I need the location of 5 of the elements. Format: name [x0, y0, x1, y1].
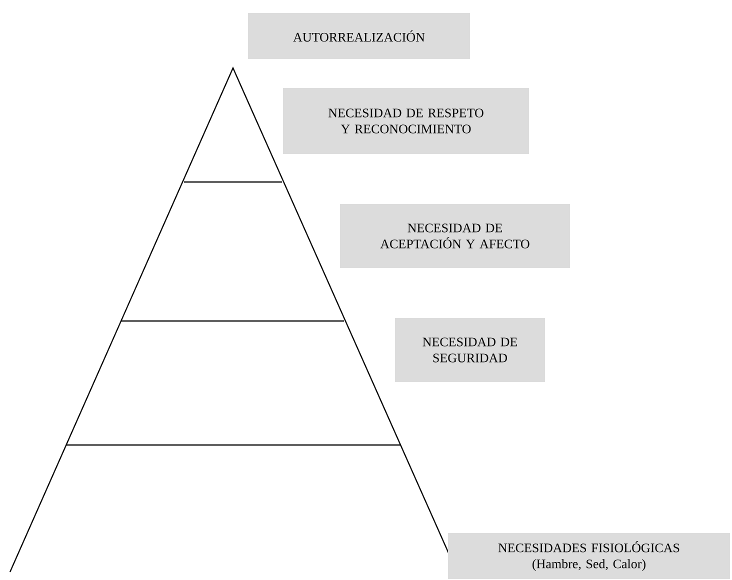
label-box: NECESIDAD DE RESPETO Y RECONOCIMIENTO	[283, 88, 529, 154]
label-box: NECESIDAD DE ACEPTACIÓN Y AFECTO	[340, 204, 570, 268]
label-box: NECESIDADES FISIOLÓGICAS (Hambre, Sed, Calor)	[448, 532, 730, 579]
label-box: NECESIDAD DE SEGURIDAD	[395, 318, 545, 382]
label-box: AUTORREALIZACIÓN	[248, 13, 470, 59]
